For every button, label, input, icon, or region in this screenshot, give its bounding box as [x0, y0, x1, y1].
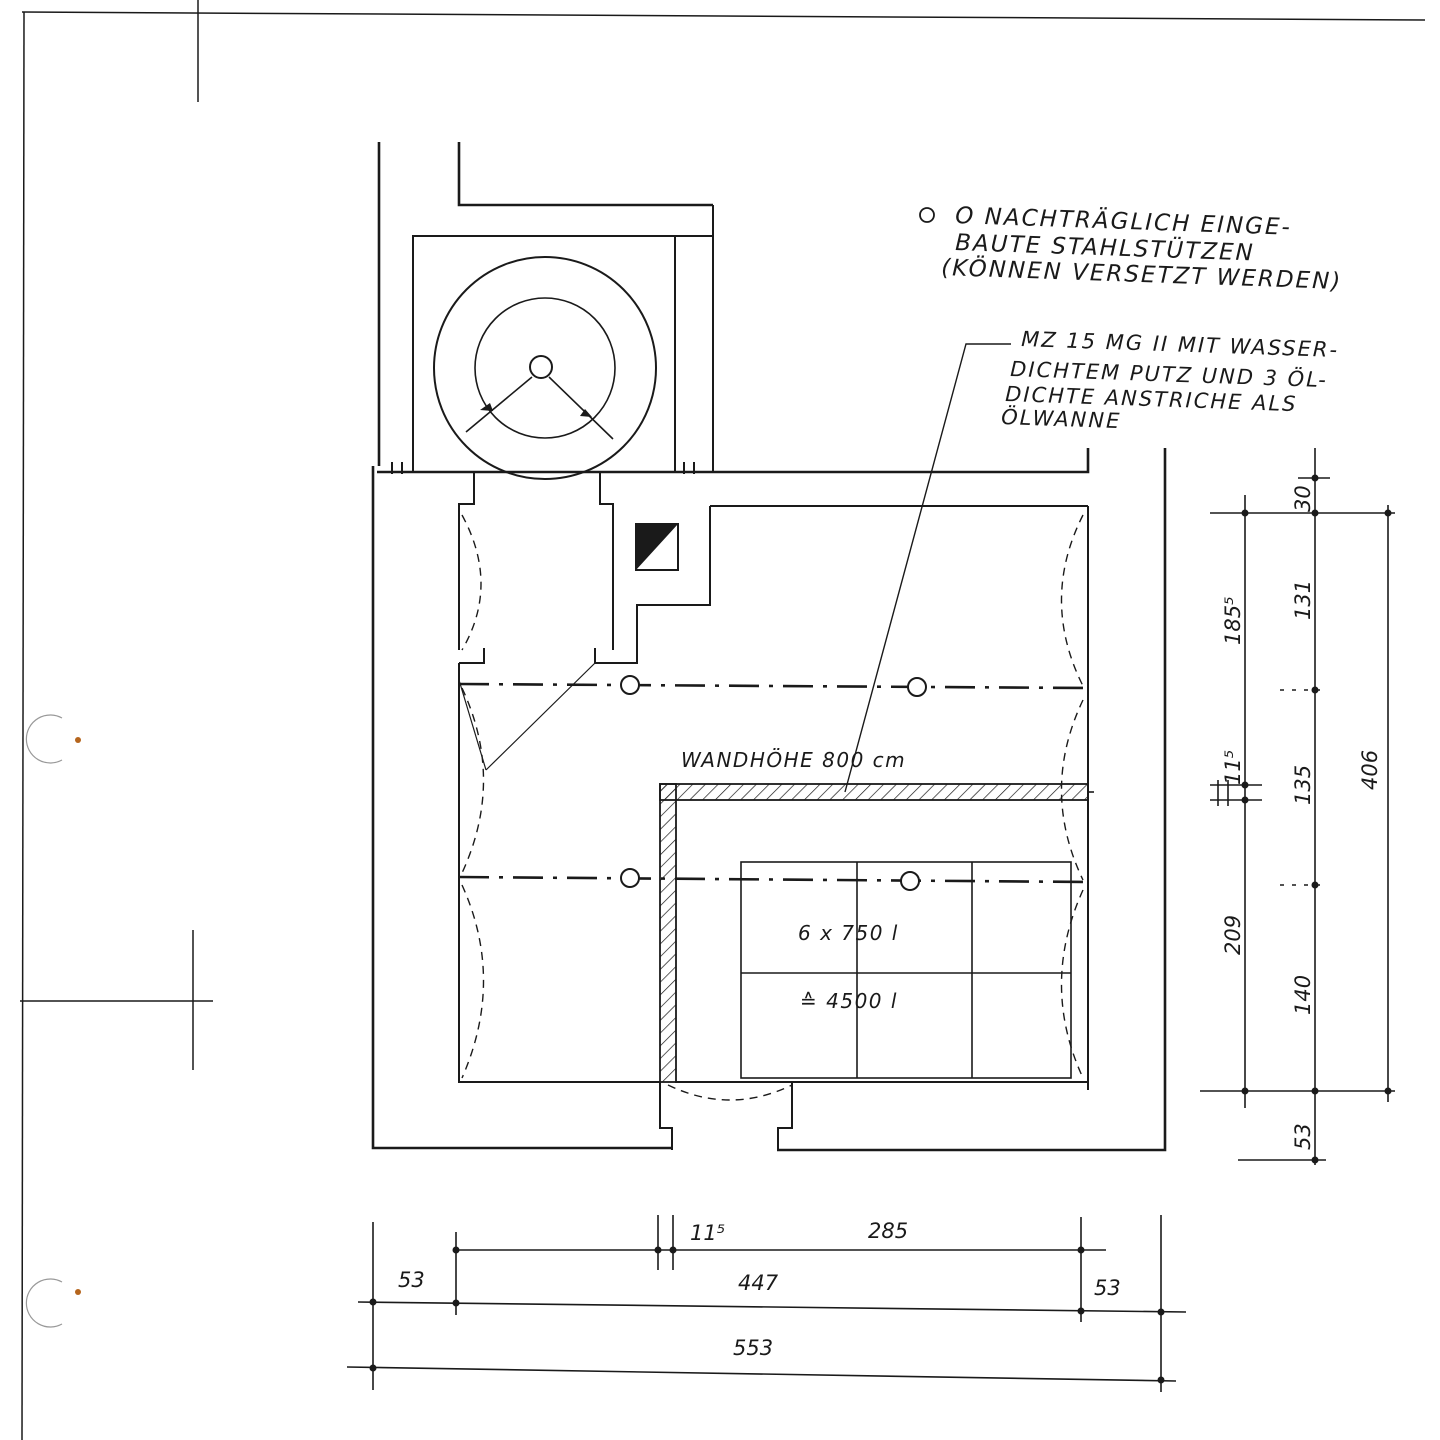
- tank-grid: [740, 861, 1072, 1079]
- dim-553: 553: [733, 1336, 773, 1360]
- inner-walls: [458, 472, 1089, 1090]
- wall-height-label: WANDHÖHE 800 cm: [681, 748, 906, 772]
- dim-30: 30: [1291, 485, 1315, 512]
- wall-note-line-1: MZ 15 MG II MIT WASSER-: [1021, 327, 1340, 362]
- dim-53-bottom-right: 53: [1094, 1276, 1121, 1300]
- dim-53-left: 53: [398, 1268, 425, 1292]
- chimney-icon: [635, 523, 679, 571]
- dim-53-right: 53: [1291, 1123, 1315, 1150]
- dim-406: 406: [1358, 750, 1382, 790]
- dim-135: 135: [1291, 765, 1315, 805]
- punch-holes: [25, 714, 81, 1328]
- bottom-dimension-ticks: [369, 1246, 1165, 1384]
- dim-447: 447: [738, 1271, 779, 1295]
- dim-209: 209: [1221, 915, 1245, 955]
- dim-11-5: 11⁵: [1221, 750, 1245, 785]
- wall-note-line-4: ÖLWANNE: [1001, 404, 1122, 433]
- tank-total-label: ≙ 4500 l: [800, 989, 898, 1013]
- bottom-dimension-labels: 11⁵ 285 53 447 53 553: [398, 1219, 1121, 1360]
- right-dimension-labels: 30 131 185⁵ 11⁵ 135 406 209 140 53: [1221, 485, 1382, 1150]
- sheet-frame: [20, 0, 1426, 1440]
- outer-walls: [371, 142, 1167, 1152]
- right-dimension-ticks: [1241, 474, 1392, 1164]
- dim-140: 140: [1291, 975, 1315, 1015]
- steel-column-icon: [529, 355, 553, 379]
- columns-note: O NACHTRÄGLICH EINGE- BAUTE STAHLSTÜTZEN…: [919, 201, 1343, 295]
- leader-lines: [844, 343, 1011, 793]
- steel-column-icon: [620, 675, 640, 695]
- dim-11-5-bottom: 11⁵: [690, 1221, 725, 1245]
- oil-pan-wall: [659, 783, 1094, 1150]
- steel-column-icon: [620, 868, 640, 888]
- vault-arcs: [461, 514, 1084, 1101]
- tank-shaft: [391, 205, 714, 480]
- dim-131: 131: [1291, 580, 1315, 620]
- dim-185-5: 185⁵: [1221, 596, 1245, 645]
- steel-column-icon: [907, 677, 927, 697]
- beam-axes: [458, 662, 1089, 884]
- steel-column-icon: [900, 871, 920, 891]
- tank-count-label: 6 x 750 l: [798, 921, 899, 945]
- right-dimension-lines: [1200, 448, 1395, 1165]
- dim-285: 285: [868, 1219, 908, 1243]
- wall-note: MZ 15 MG II MIT WASSER- DICHTEM PUTZ UND…: [1001, 327, 1340, 433]
- bottom-dimension-lines: [346, 1215, 1187, 1392]
